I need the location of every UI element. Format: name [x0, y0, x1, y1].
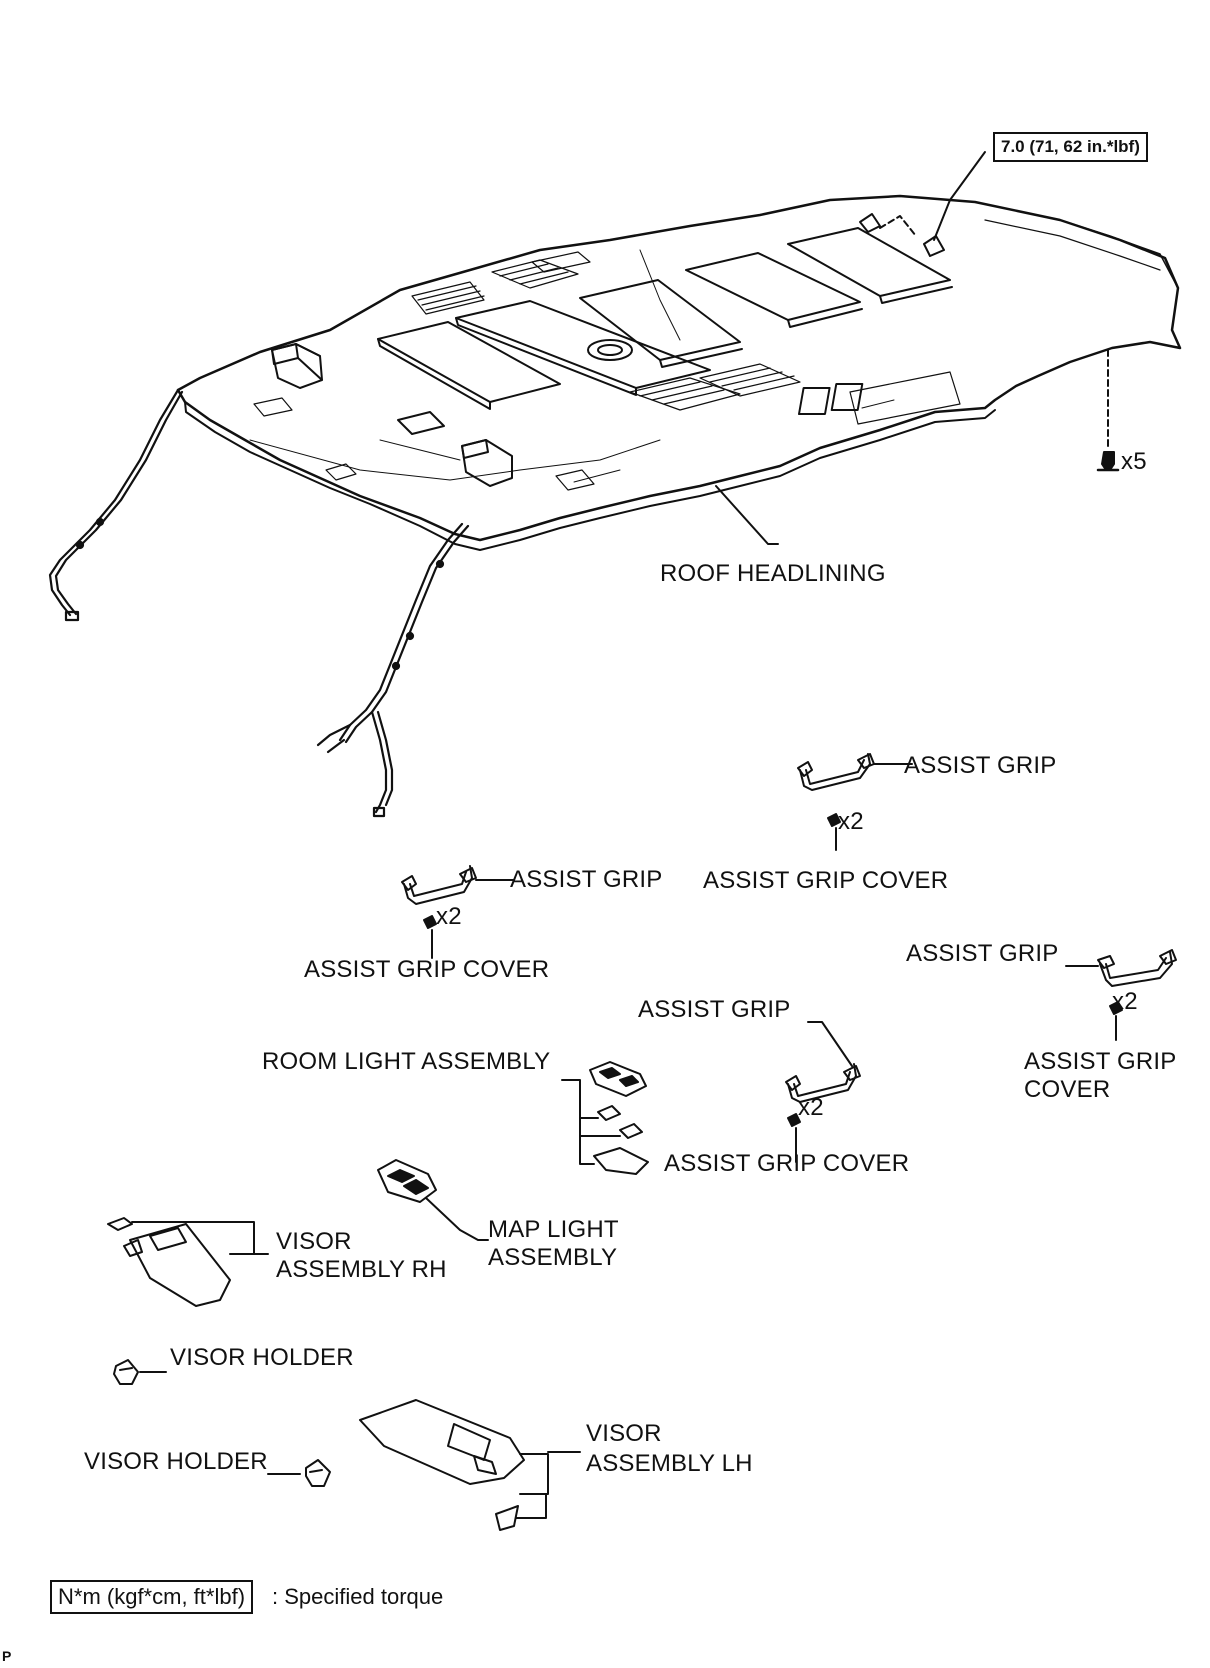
x2-label-1: x2 — [838, 808, 864, 835]
visor-lh-label-1: VISOR — [586, 1420, 662, 1447]
visor-holder-1-drawing — [113, 1359, 167, 1385]
assist-grip-cover-label-4: ASSIST GRIP COVER — [664, 1150, 910, 1177]
roof-headlining-drawing — [176, 151, 1182, 551]
x2-label-4: x2 — [798, 1094, 824, 1121]
visor-rh-label-1: VISOR — [276, 1228, 352, 1255]
x2-label-3: x2 — [1112, 988, 1138, 1015]
assist-grip-label-3: ASSIST GRIP — [906, 940, 1059, 967]
assist-grip-2-drawing — [401, 865, 515, 959]
wire-harness-drawing — [48, 388, 470, 818]
roof-headlining-label: ROOF HEADLINING — [660, 560, 886, 587]
assist-grip-label-4: ASSIST GRIP — [638, 996, 791, 1023]
room-light-assembly-label: ROOM LIGHT ASSEMBLY — [262, 1048, 551, 1075]
assist-grip-cover-label-3b: COVER — [1024, 1076, 1111, 1103]
map-light-drawing — [377, 1159, 489, 1241]
visor-lh-drawing — [359, 1399, 581, 1531]
assist-grip-cover-label-1: ASSIST GRIP COVER — [703, 867, 949, 894]
visor-holder-label-2: VISOR HOLDER — [84, 1448, 268, 1475]
assist-grip-4-drawing — [785, 1021, 861, 1163]
map-light-label-2: ASSEMBLY — [488, 1244, 618, 1271]
assist-grip-cover-label-3a: ASSIST GRIP — [1024, 1048, 1177, 1075]
assist-grip-1-drawing — [797, 753, 913, 851]
torque-spec-box: 7.0 (71, 62 in.*lbf) — [993, 132, 1148, 162]
screw-qty-x5: x5 — [1121, 448, 1147, 475]
visor-holder-2-drawing — [267, 1459, 331, 1487]
figure-code: P — [2, 1648, 12, 1664]
visor-rh-drawing — [107, 1217, 269, 1307]
assist-grip-3-drawing — [1065, 949, 1177, 1041]
map-light-label-1: MAP LIGHT — [488, 1216, 619, 1243]
x2-label-2: x2 — [436, 903, 462, 930]
room-light-drawing — [561, 1061, 649, 1175]
visor-lh-label-2: ASSEMBLY LH — [586, 1450, 753, 1477]
assist-grip-label-2: ASSIST GRIP — [510, 866, 663, 893]
torque-legend-box: N*m (kgf*cm, ft*lbf) — [50, 1580, 254, 1614]
visor-holder-label-1: VISOR HOLDER — [170, 1344, 354, 1371]
visor-rh-label-2: ASSEMBLY RH — [276, 1256, 447, 1283]
assist-grip-cover-label-2: ASSIST GRIP COVER — [304, 956, 550, 983]
assist-grip-label-1: ASSIST GRIP — [904, 752, 1057, 779]
torque-legend-text: : Specified torque — [272, 1584, 444, 1609]
